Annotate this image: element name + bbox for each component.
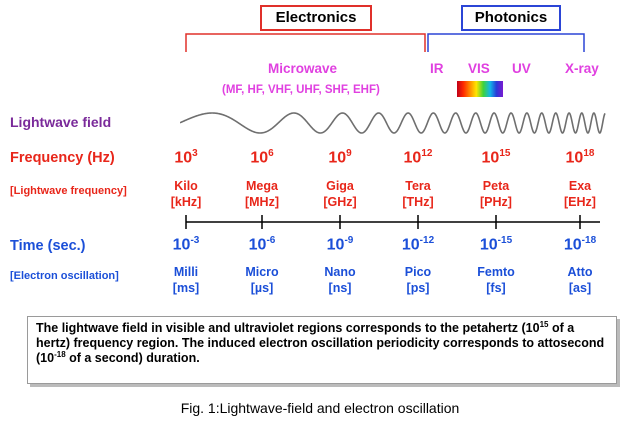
time-unit-3: Pico [ps]: [383, 264, 453, 296]
time-base: 10: [563, 236, 582, 254]
time-value-5: 10-18: [545, 235, 615, 254]
time-prefix: Femto: [477, 265, 515, 279]
frequency-base: 10: [250, 149, 269, 167]
time-unit-symbol: [as]: [568, 281, 592, 295]
frequency-sublabel: [Lightwave frequency]: [10, 185, 127, 197]
time-label: Time (sec.): [10, 238, 86, 254]
time-prefix: Micro: [245, 265, 279, 279]
frequency-prefix: Peta: [482, 179, 510, 193]
note-text-2: of a hertz) frequency region. The induce…: [36, 321, 605, 365]
frequency-base: 10: [403, 149, 422, 167]
band-xray: X-ray: [565, 61, 599, 76]
lightwave-field-label: Lightwave field: [10, 114, 112, 130]
time-unit-symbol: [fs]: [486, 281, 506, 295]
lightwave-wave: [180, 112, 606, 134]
frequency-unit-symbol: [kHz]: [170, 195, 202, 209]
note-sup-2: -18: [54, 349, 66, 359]
frequency-exponent: 3: [192, 148, 198, 159]
frequency-value-1: 106: [227, 148, 297, 167]
electronics-bracket: [185, 33, 426, 52]
time-base: 10: [401, 236, 420, 254]
time-prefix: Nano: [324, 265, 356, 279]
time-prefix: Milli: [173, 265, 199, 279]
band-ir: IR: [430, 61, 444, 76]
frequency-prefix: Mega: [246, 179, 278, 193]
frequency-prefix: Kilo: [174, 179, 198, 193]
frequency-label: Frequency (Hz): [10, 150, 115, 166]
time-unit-symbol: [ps]: [406, 281, 430, 295]
time-base: 10: [479, 236, 498, 254]
time-unit-2: Nano [ns]: [305, 264, 375, 296]
frequency-base: 10: [565, 149, 584, 167]
time-unit-symbol: [ms]: [172, 281, 200, 295]
visible-spectrum-bar: [457, 81, 503, 97]
band-microwave-subtypes: (MF, HF, VHF, UHF, SHF, EHF): [222, 84, 380, 96]
frequency-unit-symbol: [THz]: [402, 195, 434, 209]
frequency-base: 10: [481, 149, 500, 167]
frequency-exponent: 6: [268, 148, 274, 159]
time-exponent: -6: [266, 235, 276, 246]
time-exponent: -3: [190, 235, 200, 246]
frequency-unit-0: Kilo [kHz]: [151, 178, 221, 210]
frequency-unit-symbol: [PHz]: [480, 195, 512, 209]
frequency-exponent: 18: [583, 148, 595, 159]
frequency-prefix: Exa: [568, 179, 592, 193]
frequency-base: 10: [328, 149, 347, 167]
frequency-prefix: Tera: [405, 179, 431, 193]
electronics-label: Electronics: [260, 5, 372, 31]
frequency-unit-4: Peta [PHz]: [461, 178, 531, 210]
time-unit-symbol: [ns]: [328, 281, 352, 295]
time-value-4: 10-15: [461, 235, 531, 254]
frequency-base: 10: [174, 149, 193, 167]
band-uv: UV: [512, 61, 531, 76]
frequency-unit-symbol: [EHz]: [564, 195, 596, 209]
frequency-unit-2: Giga [GHz]: [305, 178, 375, 210]
note-text-1: The lightwave field in visible and ultra…: [36, 321, 540, 335]
frequency-exponent: 15: [499, 148, 511, 159]
time-unit-4: Femto [fs]: [461, 264, 531, 296]
frequency-unit-symbol: [MHz]: [244, 195, 279, 209]
time-unit-1: Micro [µs]: [227, 264, 297, 296]
frequency-prefix: Giga: [326, 179, 354, 193]
note-sup-1: 15: [539, 319, 549, 329]
frequency-unit-symbol: [GHz]: [323, 195, 357, 209]
band-microwave: Microwave: [268, 61, 338, 76]
frequency-value-0: 103: [151, 148, 221, 167]
figure-caption: Fig. 1:Lightwave-field and electron osci…: [180, 400, 460, 416]
category-brackets: [185, 33, 585, 52]
time-exponent: -9: [344, 235, 354, 246]
scale-axis: [185, 215, 600, 229]
frequency-exponent: 12: [421, 148, 433, 159]
time-unit-5: Atto [as]: [545, 264, 615, 296]
photonics-bracket: [427, 33, 585, 52]
time-exponent: -18: [581, 235, 597, 246]
time-unit-symbol: [µs]: [250, 281, 274, 295]
time-base: 10: [326, 236, 345, 254]
explanation-note: The lightwave field in visible and ultra…: [27, 316, 617, 384]
frequency-value-5: 1018: [545, 148, 615, 167]
frequency-value-3: 1012: [383, 148, 453, 167]
time-unit-0: Milli [ms]: [151, 264, 221, 296]
frequency-value-2: 109: [305, 148, 375, 167]
frequency-unit-3: Tera [THz]: [383, 178, 453, 210]
time-sublabel: [Electron oscillation]: [10, 270, 119, 282]
time-exponent: -15: [497, 235, 513, 246]
time-prefix: Atto: [567, 265, 593, 279]
time-prefix: Pico: [404, 265, 432, 279]
frequency-unit-5: Exa [EHz]: [545, 178, 615, 210]
note-text-3: of a second) duration.: [65, 351, 200, 365]
time-exponent: -12: [419, 235, 435, 246]
time-value-2: 10-9: [305, 235, 375, 254]
time-value-1: 10-6: [227, 235, 297, 254]
band-vis: VIS: [468, 61, 490, 76]
time-value-0: 10-3: [151, 235, 221, 254]
photonics-label: Photonics: [461, 5, 561, 31]
time-value-3: 10-12: [383, 235, 453, 254]
frequency-value-4: 1015: [461, 148, 531, 167]
frequency-unit-1: Mega [MHz]: [227, 178, 297, 210]
frequency-exponent: 9: [346, 148, 352, 159]
time-base: 10: [248, 236, 267, 254]
time-base: 10: [172, 236, 191, 254]
